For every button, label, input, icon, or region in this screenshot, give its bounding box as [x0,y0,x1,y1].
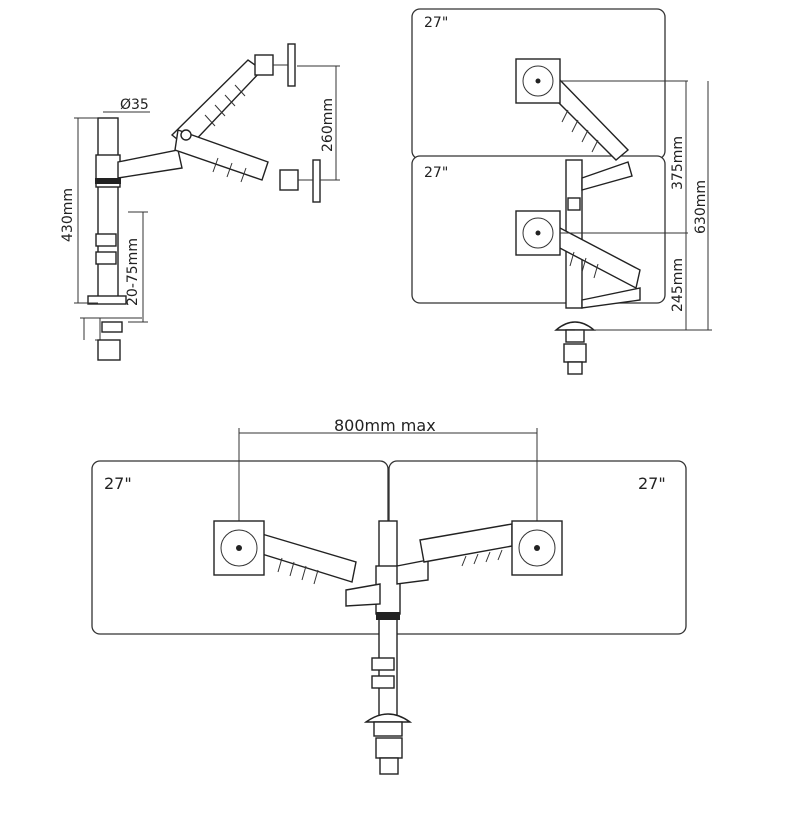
stacked-lower-ribs [569,251,599,279]
side-lower-arm [117,149,183,179]
right-vesa-center [534,545,540,551]
side-tilt-head-bottom [279,169,299,191]
right-gas-arm-ribs [461,549,503,567]
side-tilt-head-top [254,54,274,76]
stacked-clamp-top [565,329,585,343]
label-260mm: 260mm [320,98,336,152]
right-vesa-ring [518,529,556,567]
center-cable-clip-1 [371,657,395,671]
label-monitor-left-size: 27" [104,474,132,493]
side-clamp [80,317,142,341]
center-cable-clip-2 [371,675,395,689]
label-430mm: 430mm [60,188,76,242]
left-vesa-ring [220,529,258,567]
label-20-75mm: 20-75mm [125,238,141,306]
side-cable-clip-2 [95,251,117,265]
stacked-clamp-body [563,343,587,363]
label-monitor-bottom-size: 27" [424,165,448,181]
stacked-base [554,321,596,331]
center-clamp-knob [379,757,399,775]
left-vesa-center [236,545,242,551]
side-view: 430mm 20-75mm Ø35 260mm [60,43,340,361]
stacked-vesa-bottom-ring [522,217,554,249]
dim-line-430 [74,117,98,304]
label-375mm: 375mm [670,136,686,190]
stacked-clamp-knob [567,361,583,375]
side-gas-arm-down [174,129,269,181]
stacked-vesa-bottom-center [535,230,541,236]
stacked-vesa-top-ring [522,65,554,97]
stacked-upper-base-arm [581,161,633,191]
dim-line-20-75 [128,211,148,323]
left-base-arm [345,583,381,607]
label-800mm-max: 800mm max [334,416,436,435]
side-by-side-view: 27" 27" 800mm max [91,416,687,775]
side-clamp-knob [97,339,121,361]
side-pole [97,117,119,304]
center-base [363,713,413,723]
center-clamp-top [373,721,403,737]
center-collar-band [376,612,400,620]
side-vesa-plate-bottom [312,159,321,203]
side-cable-clip-1 [95,233,117,247]
stacked-dim-extensions [560,80,712,331]
stacked-pole-clip [567,197,581,211]
dim-line-260 [297,65,340,181]
side-gas-arm-up-ribs [204,84,246,127]
left-gas-arm-ribs [277,557,319,585]
label-630mm: 630mm [693,180,709,234]
center-clamp-body [375,737,403,759]
stacked-vesa-top-center [535,78,541,84]
label-245mm: 245mm [670,258,686,312]
side-gas-arm-down-ribs [212,157,247,183]
stacked-view: 27" 27" 375mm 245mm 630mm [411,8,712,375]
label-monitor-right-size: 27" [638,474,666,493]
side-vesa-plate-top [287,43,296,87]
right-base-arm [396,559,429,585]
stacked-upper-ribs [561,109,599,153]
side-clamp-screw [101,321,123,333]
side-collar-band [95,178,121,184]
side-pivot-joint [180,129,192,141]
side-base-plate [87,295,127,305]
label-monitor-top-size: 27" [424,15,448,31]
label-diameter-35: Ø35 [120,97,149,113]
center-pole [378,520,398,722]
stacked-lower-base-arm [581,287,641,309]
